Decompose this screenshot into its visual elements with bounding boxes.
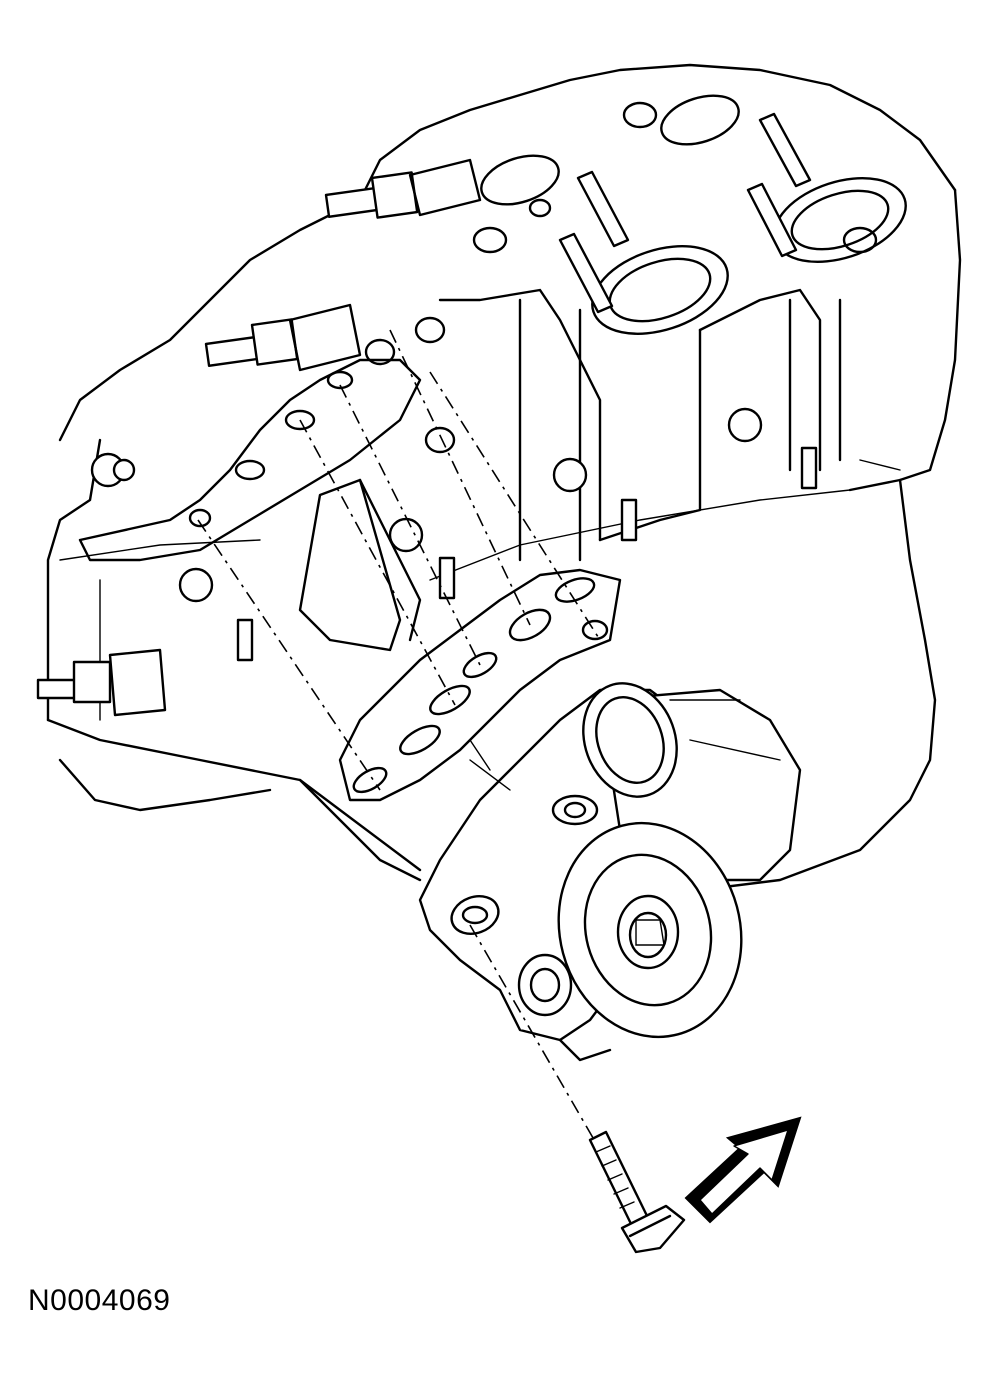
retaining-bolt [588,1130,686,1254]
oil-filter-adapter [418,682,802,1062]
cylinder-head [364,94,907,562]
engine-block [46,63,962,892]
engine-studs [36,112,818,717]
figure-code: N0004069 [28,1284,171,1317]
indicator-arrow [684,1116,802,1224]
bracket [298,478,422,652]
engine-gasket [78,358,422,562]
assembly-lines [197,329,601,1151]
adapter-gasket [338,568,622,802]
